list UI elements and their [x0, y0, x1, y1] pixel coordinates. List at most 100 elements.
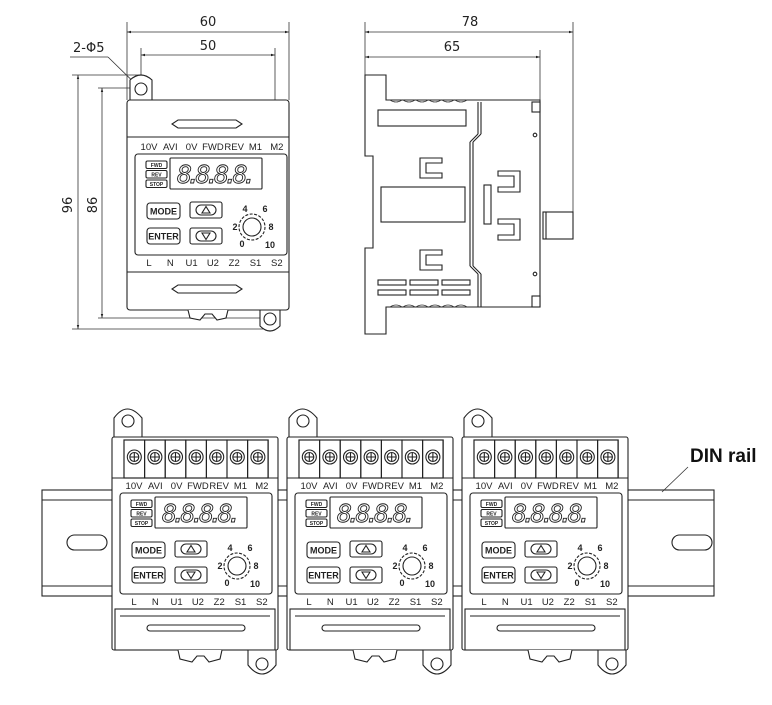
- display-readout: 8.8.8.8.: [177, 160, 257, 189]
- dim-hole-spacing-width: 50: [200, 39, 217, 54]
- screw-cross: [582, 452, 592, 462]
- mode-button: [131, 541, 166, 559]
- dim-overall-width: 60: [200, 15, 217, 30]
- screw-cross: [479, 452, 489, 462]
- side-ridge: [454, 304, 468, 308]
- terminal-label-u2: U2: [542, 597, 554, 608]
- terminal-label-fwd: FWD: [362, 481, 384, 492]
- screw-cross: [232, 452, 242, 462]
- status-led-label-fwd: FWD: [311, 502, 323, 508]
- knob-scale-2: 2: [567, 561, 572, 571]
- up-triangle-icon: [361, 544, 371, 553]
- terminal-label-m1: M1: [249, 142, 262, 153]
- status-led-label-rev: REV: [311, 511, 322, 517]
- terminal-label-l: L: [131, 597, 136, 608]
- screw-cross: [366, 452, 376, 462]
- down-button-inner: [530, 569, 552, 581]
- knob-scale-6: 6: [597, 543, 602, 553]
- speed-potentiometer-knob: [398, 552, 426, 580]
- terminal-label-fwd: FWD: [537, 481, 559, 492]
- terminal-label-z2: Z2: [389, 597, 400, 608]
- mode-button-label: MODE: [135, 546, 162, 556]
- knob-scale-0: 0: [574, 578, 579, 588]
- speed-knob-inner: [577, 556, 597, 576]
- side-knob: [542, 211, 574, 240]
- status-led-stop: [145, 179, 168, 189]
- screw-cross: [129, 452, 139, 462]
- din-clip: [352, 649, 398, 663]
- terminal-label-u1: U1: [186, 258, 198, 269]
- terminal-label-s1: S1: [585, 597, 597, 608]
- dim-body-depth: 65: [444, 40, 461, 55]
- status-led-label-rev: REV: [136, 511, 147, 517]
- side-vent: [377, 289, 407, 296]
- top-cover-slot: [171, 119, 243, 129]
- status-led-label-stop: STOP: [135, 521, 149, 527]
- side-ridge: [402, 99, 416, 103]
- side-window: [380, 186, 466, 223]
- side-vent: [441, 279, 471, 286]
- cover-slot: [146, 624, 246, 632]
- terminal-label-s1: S1: [235, 597, 247, 608]
- knob-scale-10: 10: [265, 240, 275, 250]
- mode-button-label: MODE: [485, 546, 512, 556]
- speed-potentiometer-knob: [223, 552, 251, 580]
- knob-scale-2: 2: [232, 222, 237, 232]
- mode-button: [481, 541, 516, 559]
- side-ridge: [415, 304, 429, 308]
- terminal-label-z2: Z2: [214, 597, 225, 608]
- mode-button-label: MODE: [150, 207, 177, 217]
- knob-scale-8: 8: [268, 222, 273, 232]
- bottom-cover-slot: [171, 284, 243, 294]
- terminal-label-fwd: FWD: [202, 142, 224, 153]
- enter-button-label: ENTER: [148, 232, 179, 242]
- terminal-screw-icon: [147, 449, 163, 465]
- terminal-label-fwd: FWD: [187, 481, 209, 492]
- mode-button: [306, 541, 341, 559]
- terminal-label-rev: REV: [559, 481, 579, 492]
- terminal-label-avi: AVI: [323, 481, 338, 492]
- down-button-inner: [180, 569, 202, 581]
- enter-button: [481, 566, 516, 584]
- screw-cross: [150, 452, 160, 462]
- dim-overall-height: 96: [61, 197, 76, 214]
- side-ridge: [415, 99, 429, 103]
- dim-mounting-holes: 2-Φ5: [73, 41, 104, 56]
- terminal-screw-icon: [579, 449, 595, 465]
- screw-cross: [171, 452, 180, 462]
- up-button-inner: [355, 543, 377, 555]
- terminal-screw-icon: [126, 449, 142, 465]
- terminal-label-avi: AVI: [498, 481, 513, 492]
- terminal-screw-icon: [497, 449, 513, 465]
- down-button: [524, 566, 558, 584]
- terminal-screw-icon: [209, 449, 225, 465]
- knob-scale-4: 4: [227, 543, 232, 553]
- terminal-screw-icon: [517, 449, 534, 465]
- speed-potentiometer-knob: [573, 552, 601, 580]
- enter-button: [146, 227, 181, 245]
- terminal-screw-icon: [559, 449, 575, 465]
- side-ridge: [389, 304, 403, 308]
- status-led-rev: [480, 508, 503, 518]
- up-button: [349, 540, 383, 558]
- terminal-label-u2: U2: [192, 597, 204, 608]
- knob-scale-0: 0: [224, 578, 229, 588]
- status-led-fwd: [130, 499, 153, 509]
- up-button-inner: [530, 543, 552, 555]
- cover-slot: [321, 624, 421, 632]
- terminal-screw-icon: [322, 449, 338, 465]
- terminal-label-m1: M1: [234, 481, 247, 492]
- side-ridge: [441, 99, 455, 103]
- side-ridge: [428, 99, 442, 103]
- status-led-label-stop: STOP: [150, 182, 164, 188]
- mounting-hole-bottom: [263, 312, 277, 326]
- speed-knob-inner: [402, 556, 422, 576]
- terminal-label-s2: S2: [606, 597, 618, 608]
- side-vent: [409, 279, 439, 286]
- knob-scale-8: 8: [253, 561, 258, 571]
- enter-button-label: ENTER: [308, 571, 339, 581]
- down-button-inner: [355, 569, 377, 581]
- status-led-stop: [130, 518, 153, 528]
